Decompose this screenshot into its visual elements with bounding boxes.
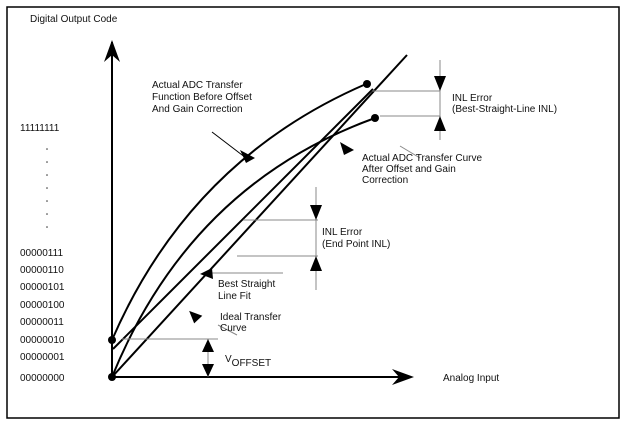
x-axis-arrow-icon bbox=[392, 369, 414, 385]
ideal-transfer-label: Curve bbox=[220, 323, 247, 334]
code-label: 00000110 bbox=[20, 265, 64, 276]
inl-endpoint-label: (End Point INL) bbox=[322, 239, 390, 250]
ideal-transfer-label: Ideal Transfer bbox=[220, 312, 282, 323]
leader-line bbox=[211, 131, 247, 159]
figure-frame bbox=[6, 6, 620, 419]
code-label: 00000101 bbox=[20, 282, 65, 293]
ellipsis-dots bbox=[46, 148, 48, 228]
inl-endpoint-label: INL Error bbox=[322, 227, 363, 238]
code-label: 00000011 bbox=[20, 317, 64, 328]
offset-point bbox=[108, 336, 116, 344]
best-straight-line-label: Best Straight bbox=[218, 279, 275, 290]
before-correction-curve bbox=[111, 83, 367, 341]
after-correction-curve bbox=[111, 117, 376, 378]
after-correction-label: Actual ADC Transfer Curve bbox=[362, 153, 482, 164]
y-axis-label: Digital Output Code bbox=[30, 14, 118, 25]
voffset-label: VOFFSET bbox=[225, 354, 271, 369]
after-end-point bbox=[371, 114, 379, 122]
before-end-point bbox=[363, 80, 371, 88]
after-correction-label: Correction bbox=[362, 175, 408, 186]
best-straight-line-fit bbox=[112, 88, 374, 350]
y-axis-arrow-icon bbox=[104, 40, 120, 62]
inl-bsl-label: INL Error bbox=[452, 93, 493, 104]
code-label: 00000111 bbox=[20, 248, 63, 259]
code-label: 00000000 bbox=[20, 373, 65, 384]
before-correction-label: Function Before Offset bbox=[152, 92, 252, 103]
after-correction-label: After Offset and Gain bbox=[362, 164, 456, 175]
before-correction-label: Actual ADC Transfer bbox=[152, 80, 243, 91]
code-label: 00000001 bbox=[20, 352, 65, 363]
ideal-transfer-line bbox=[111, 54, 408, 378]
x-axis-label: Analog Input bbox=[443, 373, 499, 384]
best-straight-line-label: Line Fit bbox=[218, 291, 251, 302]
origin-point bbox=[108, 373, 116, 381]
before-correction-label: And Gain Correction bbox=[152, 104, 243, 115]
dimension-arrow-icons bbox=[189, 76, 446, 377]
code-label: 00000100 bbox=[20, 300, 65, 311]
inl-bsl-label: (Best-Straight-Line INL) bbox=[452, 104, 557, 115]
code-label: 00000010 bbox=[20, 335, 65, 346]
code-label: 11111111 bbox=[20, 123, 60, 134]
